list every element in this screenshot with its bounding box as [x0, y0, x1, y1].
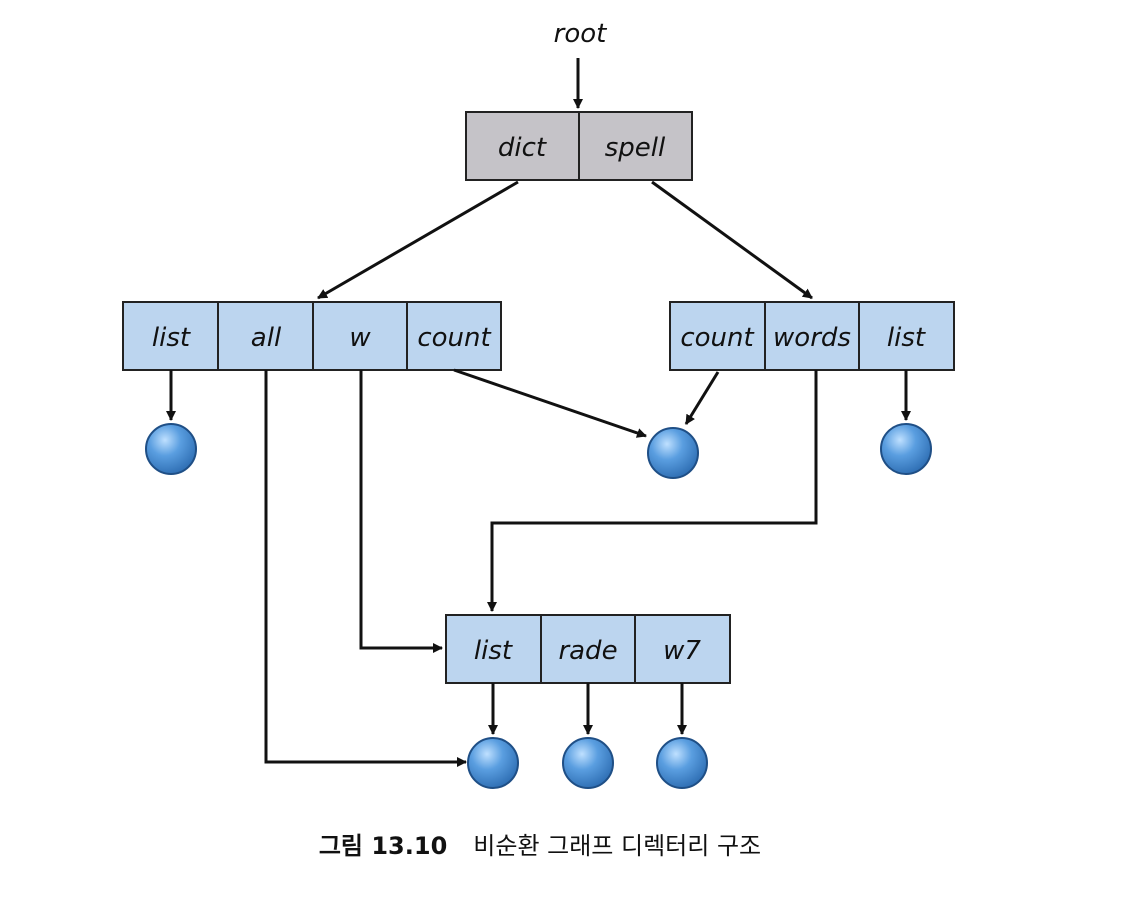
edge-right-count-to-shared-file	[684, 371, 720, 425]
file-node-bottom-list	[467, 737, 519, 789]
file-node-bottom-rade	[562, 737, 614, 789]
figure-caption-text: 비순환 그래프 디렉터리 구조	[473, 832, 762, 860]
right-directory: count words list	[669, 301, 955, 371]
edge-spell-to-right-dir	[651, 180, 813, 300]
right-dir-entry-list: list	[887, 323, 926, 353]
left-dir-entry-w: w	[349, 323, 371, 353]
bottom-dir-box	[445, 614, 731, 684]
bottom-directory: list rade w7	[445, 614, 731, 684]
file-node-left-list	[145, 423, 197, 475]
file-node-right-list	[880, 423, 932, 475]
left-directory: list all w count	[122, 301, 502, 371]
left-dir-entry-list: list	[152, 323, 191, 353]
edge-w-to-bottom-dir	[359, 370, 443, 653]
top-dir-entry-dict: dict	[498, 133, 547, 163]
right-dir-box	[669, 301, 955, 371]
top-directory: dict spell	[465, 111, 693, 181]
bottom-dir-entry-w7: w7	[663, 636, 701, 666]
bottom-dir-entry-rade: rade	[558, 636, 617, 666]
edge-dict-to-left-dir	[317, 180, 519, 300]
file-node-shared-count	[647, 427, 699, 479]
top-dir-entry-spell: spell	[605, 133, 666, 163]
edge-left-count-to-shared-file	[453, 368, 647, 438]
acyclic-graph-directory-diagram: root dict spell list all w count count w…	[122, 19, 955, 789]
file-node-bottom-w7	[656, 737, 708, 789]
root-label: root	[554, 19, 608, 49]
edge-all-to-shared-list-file	[264, 370, 467, 767]
figure-caption-label: 그림 13.10	[318, 832, 448, 860]
figure-caption: 그림 13.10 비순환 그래프 디렉터리 구조	[0, 826, 1080, 861]
left-dir-entry-count: count	[417, 323, 491, 353]
edge-words-to-bottom-dir	[487, 370, 818, 612]
left-dir-entry-all: all	[251, 323, 282, 353]
right-dir-entry-count: count	[680, 323, 754, 353]
right-dir-entry-words: words	[773, 323, 851, 353]
bottom-dir-entry-list: list	[474, 636, 513, 666]
